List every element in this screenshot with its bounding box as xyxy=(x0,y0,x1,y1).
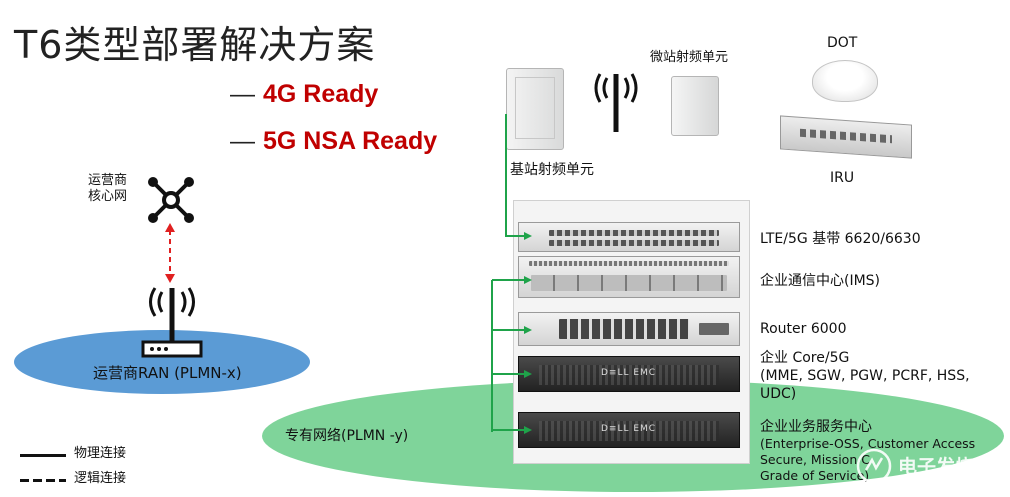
router-unit xyxy=(518,312,740,346)
feature-dash: — xyxy=(230,127,255,155)
core-label: 企业 Core/5G (MME, SGW, PGW, PCRF, HSS, UD… xyxy=(760,349,970,403)
baseband-unit xyxy=(518,222,740,252)
router-label: Router 6000 xyxy=(760,321,847,337)
core-server: D≡LL EMC xyxy=(518,356,740,392)
watermark-logo: 电子发烧友 xyxy=(856,446,1004,486)
dot-label: DOT xyxy=(827,35,858,51)
services-server: D≡LL EMC xyxy=(518,412,740,448)
legend-logical-label: 逻辑连接 xyxy=(74,471,127,486)
services-label: 企业业务服务中心 (Enterprise-OSS, Customer Acces… xyxy=(760,418,975,484)
operator-ran-label: 运营商RAN (PLMN-x) xyxy=(93,364,242,382)
iru-label: IRU xyxy=(830,170,855,186)
services-label-line1: 企业业务服务中心 xyxy=(760,419,872,435)
feature-5g-nsa-ready: — 5G NSA Ready xyxy=(230,127,437,156)
feature-text: 5G NSA Ready xyxy=(263,127,438,155)
legend-physical-label: 物理连接 xyxy=(74,446,127,461)
legend-solid-line xyxy=(20,454,66,457)
micro-antenna-icon xyxy=(594,73,638,132)
physical-links xyxy=(491,114,532,434)
dot-image xyxy=(812,60,878,102)
server-brand: D≡LL EMC xyxy=(601,424,657,434)
feature-4g-ready: — 4G Ready xyxy=(230,80,378,109)
watermark-text: 电子发烧友 xyxy=(898,456,994,478)
operator-core-label-line2: 核心网 xyxy=(88,189,128,204)
server-brand: D≡LL EMC xyxy=(601,368,657,378)
ims-label: 企业通信中心(IMS) xyxy=(760,273,881,289)
operator-core-label: 运营商 核心网 xyxy=(88,173,127,205)
antenna-icon xyxy=(141,287,203,358)
feature-dash: — xyxy=(230,80,255,108)
feature-text: 4G Ready xyxy=(263,80,379,108)
logical-link-arrow xyxy=(165,223,175,283)
core-label-line3: UDC) xyxy=(760,386,797,402)
services-label-line2: (Enterprise-OSS, Customer Access xyxy=(760,436,976,451)
micro-radio-unit-image xyxy=(671,76,719,136)
macro-radio-unit-image xyxy=(506,68,564,150)
core-network-icon xyxy=(148,177,194,223)
page-title: T6类型部署解决方案 xyxy=(14,23,376,67)
micro-radio-unit-label: 微站射频单元 xyxy=(650,50,729,65)
private-network-label: 专有网络(PLMN -y) xyxy=(285,428,409,444)
iru-image xyxy=(780,115,912,159)
core-label-line2: (MME, SGW, PGW, PCRF, HSS, xyxy=(760,368,970,384)
operator-core-label-line1: 运营商 xyxy=(88,173,128,188)
services-label-line4: Grade of Service) xyxy=(760,468,870,483)
watermark-icon xyxy=(856,448,892,484)
baseband-label: LTE/5G 基带 6620/6630 xyxy=(760,231,921,247)
services-label-line3: Secure, Mission C xyxy=(760,452,870,467)
macro-radio-unit-label: 基站射频单元 xyxy=(510,162,594,178)
core-label-line1: 企业 Core/5G xyxy=(760,350,850,366)
legend-dashed-line xyxy=(20,479,66,482)
ims-server xyxy=(518,256,740,298)
